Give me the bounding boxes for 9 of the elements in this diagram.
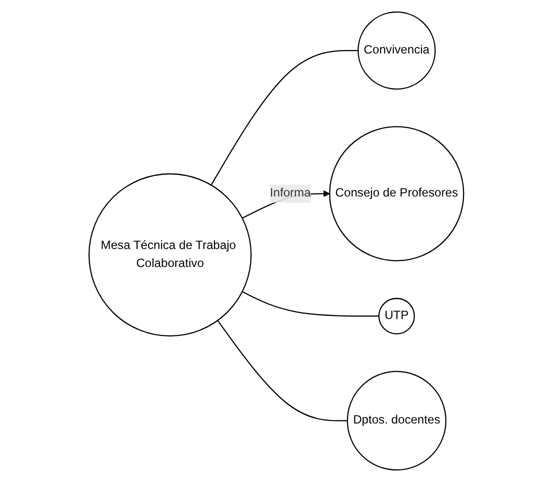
node-circle: Dptos. docentes (346, 370, 446, 470)
node-circle: UTP (378, 297, 415, 334)
connector (210, 49, 358, 185)
edge-label: Informa (270, 186, 310, 200)
connector (216, 320, 348, 421)
node-circle: Convivencia (357, 10, 436, 90)
node-circle: Mesa Técnica de Trabajo Colaborativo (88, 172, 252, 336)
connector (242, 290, 379, 316)
node-circle: Consejo de Profesores (328, 126, 464, 261)
